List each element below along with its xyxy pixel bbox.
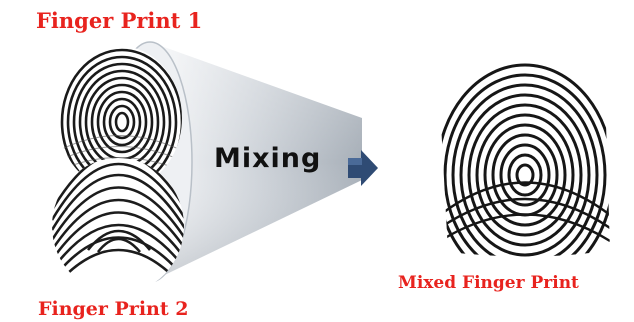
- finger-print-1-image: [58, 46, 182, 190]
- mixed-finger-print-image: [440, 61, 610, 257]
- finger-print-2-image: [52, 158, 184, 294]
- finger-print-1-label: Finger Print 1: [36, 8, 203, 33]
- mixing-label: Mixing: [214, 143, 322, 174]
- mixed-finger-print-label: Mixed Finger Print: [398, 273, 579, 293]
- right-arrow-icon: [348, 150, 378, 186]
- finger-print-2-label: Finger Print 2: [38, 298, 189, 320]
